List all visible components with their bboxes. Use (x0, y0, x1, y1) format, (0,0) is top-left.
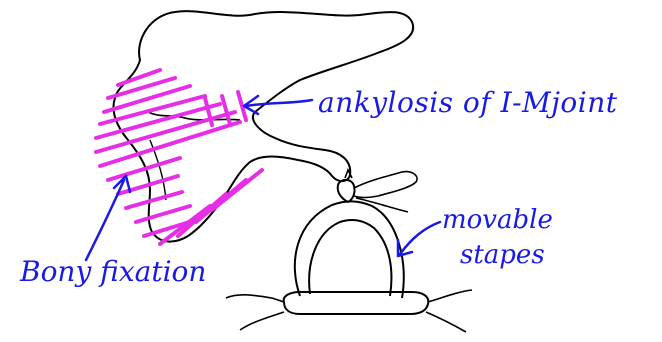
stapes-head (338, 180, 355, 202)
stapedius-tendon-lower (356, 198, 408, 212)
stapes-inner-crus (309, 220, 391, 296)
stapes-footplate (284, 292, 429, 314)
annotation-arrows (86, 96, 440, 260)
bony-fixation-hatching (96, 70, 262, 244)
oval-window-right (428, 290, 472, 302)
oval-window-left (226, 295, 284, 302)
ankylosis-arrow (246, 100, 312, 106)
stapes-arrow (400, 222, 440, 254)
movable-stapes-label-line2: stapes (460, 240, 545, 270)
bony-fixation-label: Bony fixation (20, 255, 206, 288)
ankylosis-label: ankylosis of I-Mjoint (318, 86, 618, 119)
movable-stapes-label-line1: movable (442, 205, 553, 235)
bony-fixation-arrow (86, 180, 124, 260)
oval-window-right-lower (426, 312, 466, 332)
malleus-incus-outline (113, 11, 413, 241)
stapedius-tendon-upper (354, 172, 417, 198)
oval-window-left-lower (240, 312, 284, 330)
